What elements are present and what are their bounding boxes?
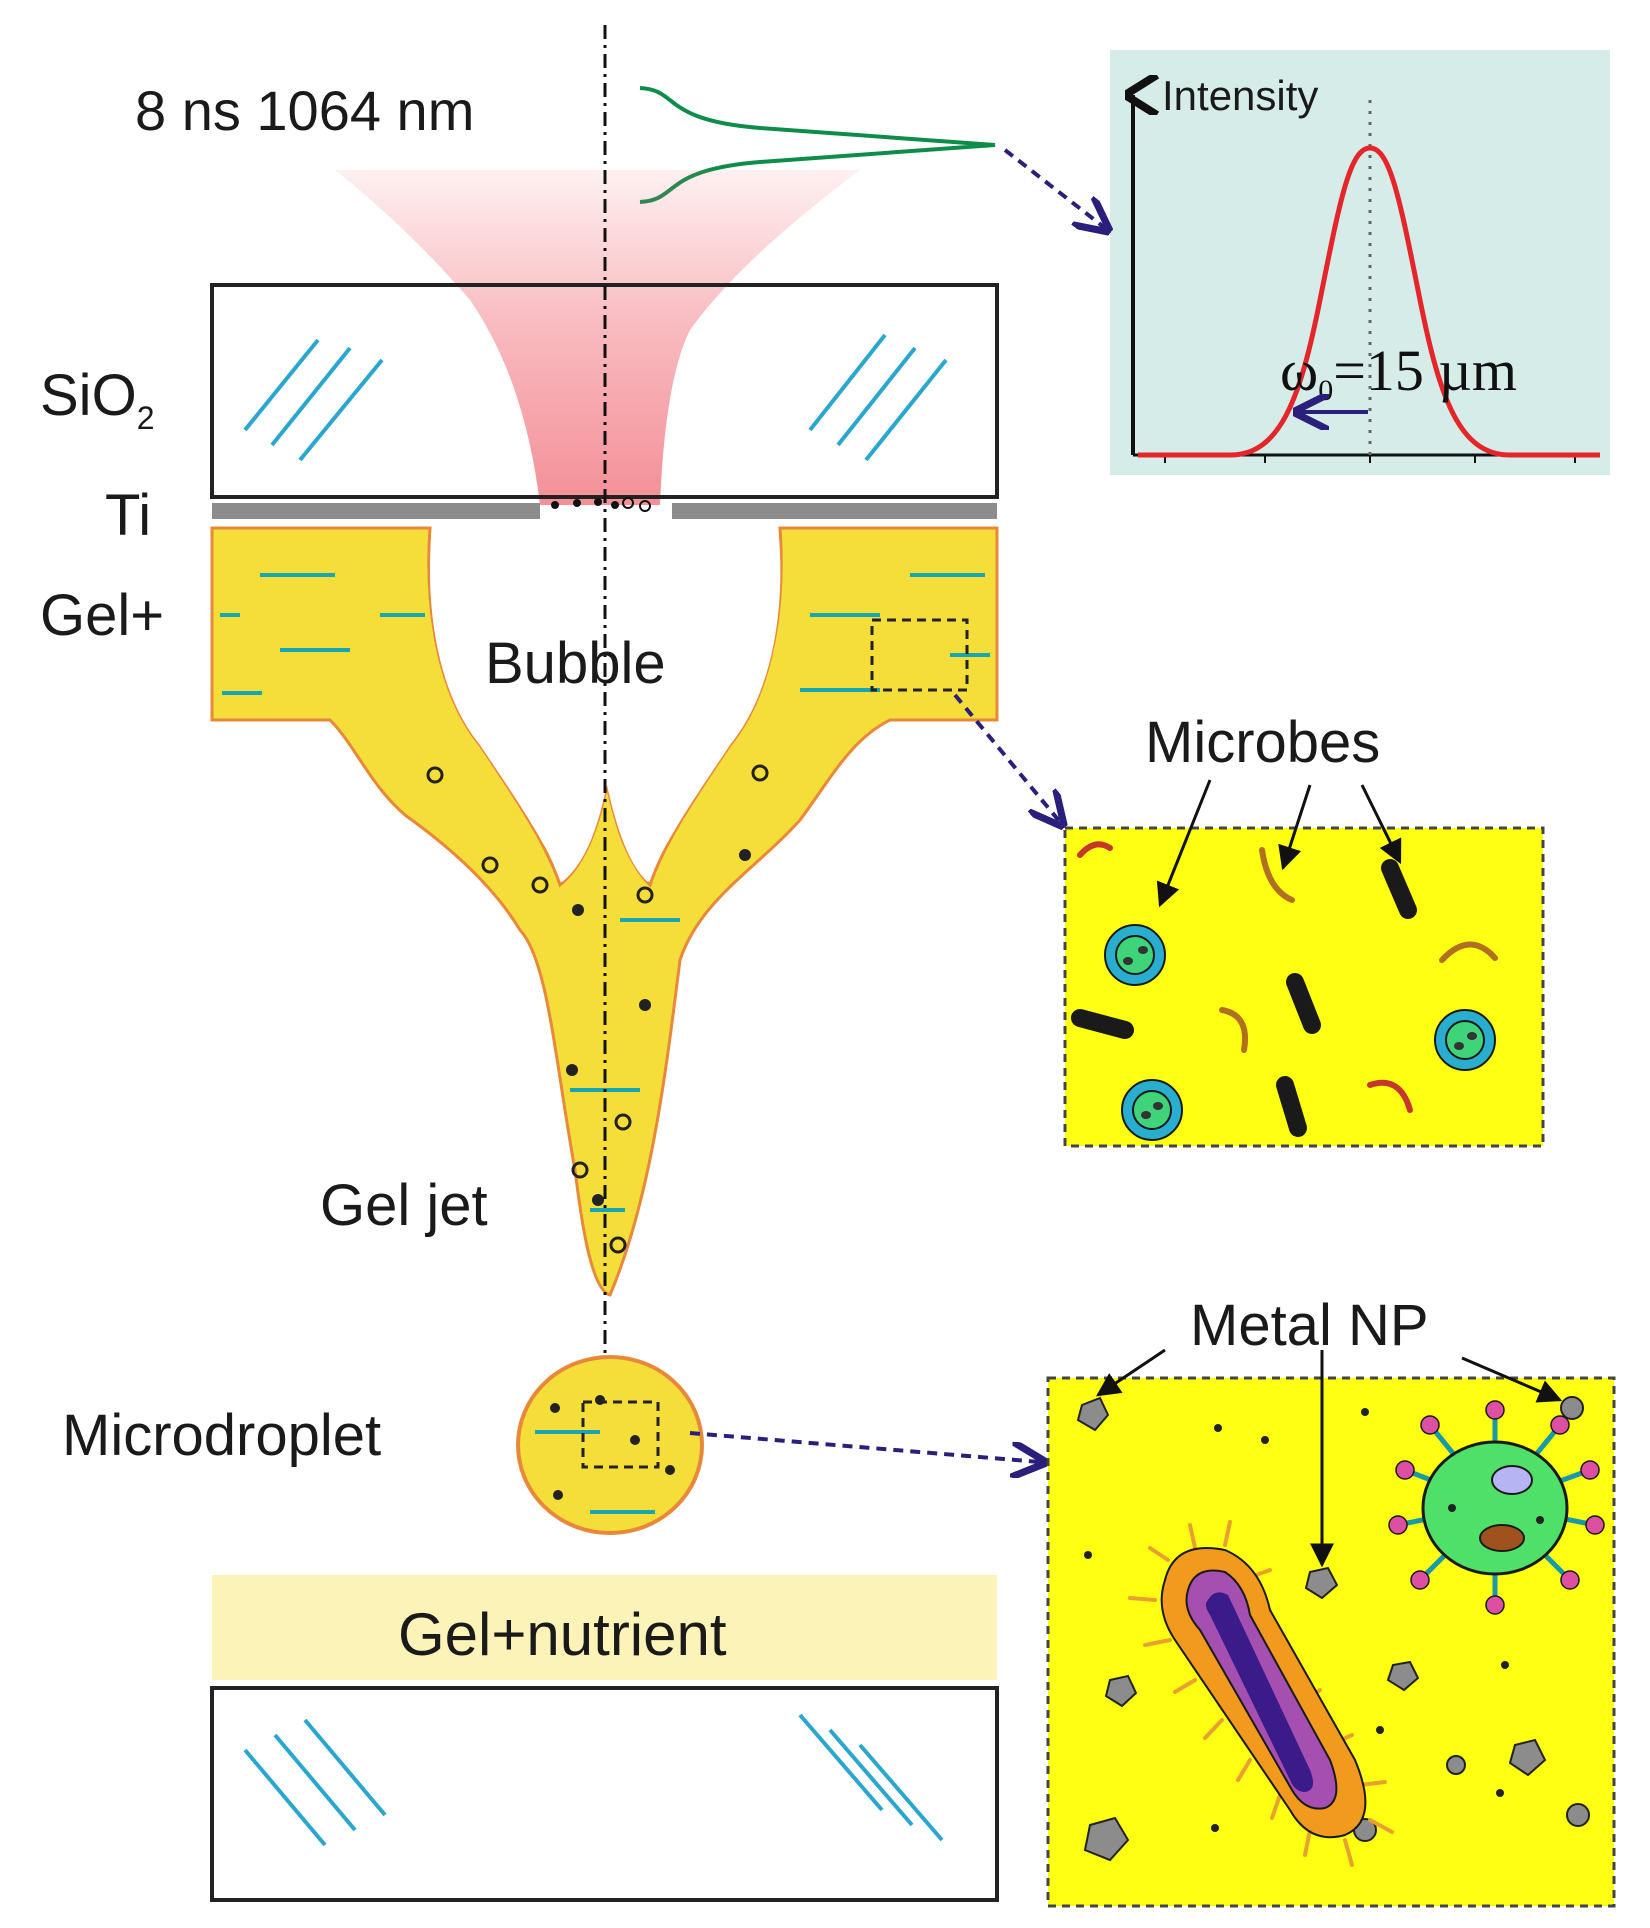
connector-droplet-to-metal-np <box>689 1431 1040 1462</box>
virus-icon <box>1121 1079 1183 1141</box>
microdroplet-particles <box>550 1395 675 1500</box>
ti-layer <box>212 503 997 519</box>
curved-bacterium-icon <box>1077 841 1498 1113</box>
large-bacterium-icon <box>1128 1520 1394 1867</box>
beam-waist-label: ω0=15 µm <box>1280 338 1517 407</box>
microdroplet-label: Microdroplet <box>62 1403 381 1468</box>
virus-icon <box>1434 1009 1496 1071</box>
microdroplet-zoom-box <box>581 1400 660 1469</box>
glass-hatch-bottom-right <box>798 1713 944 1842</box>
intensity-axis-label: Intensity <box>1162 72 1318 119</box>
jet-particles <box>566 849 751 1206</box>
gel-zoom-box <box>870 618 969 692</box>
intensity-plot-background <box>1110 50 1610 475</box>
substrate-glass <box>210 1686 999 1902</box>
metal-nanoparticles <box>1076 1396 1590 1862</box>
sio2-label: SiO2 <box>40 363 154 436</box>
laser-cone <box>335 170 860 505</box>
intensity-plot-panel: Intensity ω0=15 µm <box>1110 50 1610 475</box>
microdroplet-body <box>516 1355 704 1535</box>
connector-gel-to-microbes <box>953 693 1060 822</box>
metal-np-title: Metal NP <box>1190 1293 1429 1358</box>
laser-label: 8 ns 1064 nm <box>135 79 474 142</box>
nutrient-gel-label: Gel+nutrient <box>398 1601 727 1668</box>
connector-profile-to-plot <box>1003 148 1105 228</box>
gel-jet-label: Gel jet <box>320 1173 488 1238</box>
virus-icon <box>1104 924 1166 986</box>
gel-layer <box>210 526 999 1297</box>
microdroplet-strands <box>535 1430 655 1514</box>
glass-hatch-bottom-left <box>243 1718 387 1847</box>
large-virus-icon <box>1388 1400 1605 1615</box>
glass-hatch-top-right <box>808 333 948 462</box>
ti-label: Ti <box>105 483 151 548</box>
gaussian-curve <box>1138 145 1600 458</box>
ti-fragments <box>551 497 651 512</box>
bubble-label: Bubble <box>485 631 666 696</box>
x-axis-ticks <box>1164 455 1576 463</box>
glass-hatch-top-left <box>243 338 384 462</box>
gel-polymer-strands <box>220 573 990 1212</box>
rod-bacterium-icon <box>1071 859 1417 1137</box>
np-dots <box>1084 1408 1509 1832</box>
nutrient-gel-band <box>212 1575 997 1680</box>
gel-label: Gel+ <box>40 583 164 648</box>
metal-np-pointer-arrows <box>1096 1348 1563 1568</box>
microbe-pointer-arrows <box>1156 779 1402 908</box>
microbes-title: Microbes <box>1145 710 1380 775</box>
jet-particles-hollow <box>426 764 769 1254</box>
